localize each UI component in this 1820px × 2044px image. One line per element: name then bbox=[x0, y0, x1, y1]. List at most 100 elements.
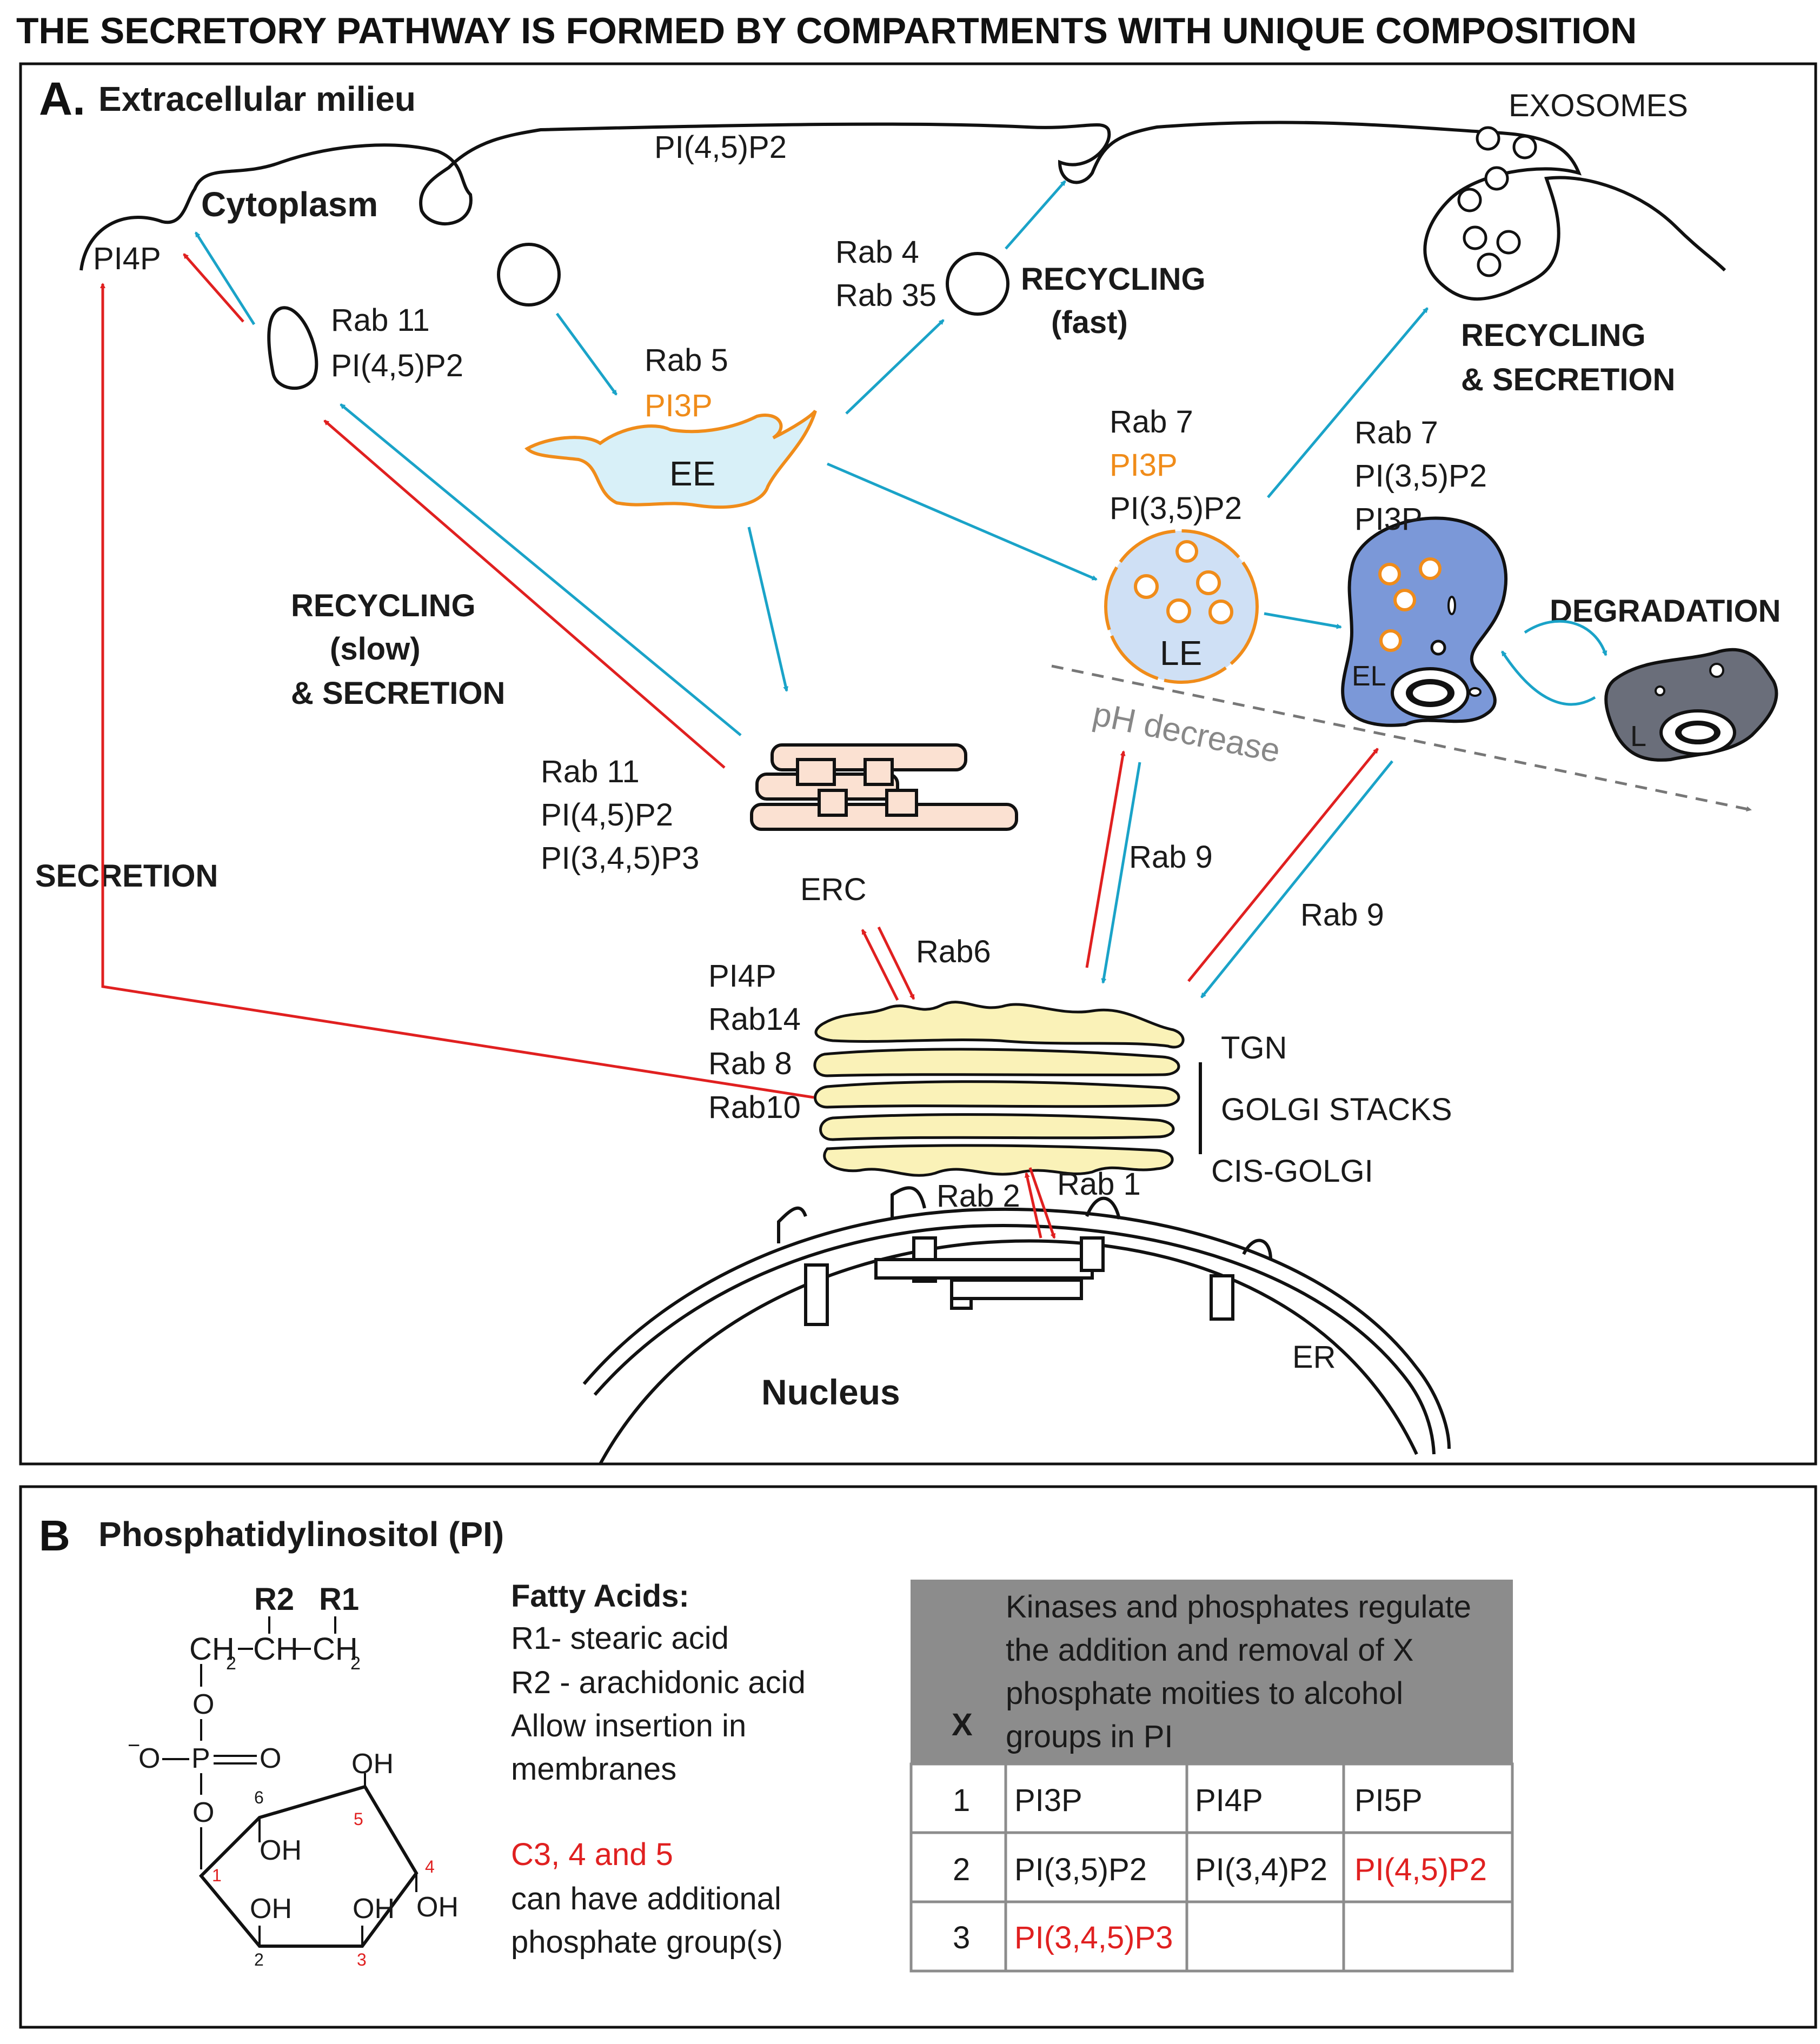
table-row-1-x: 1 bbox=[953, 1783, 970, 1818]
arrow-erc-to-golgi-red bbox=[877, 926, 915, 1000]
exosome-vesicles bbox=[1457, 126, 1537, 277]
panel-b-frame bbox=[19, 1485, 1817, 2029]
svg-text:P: P bbox=[191, 1743, 210, 1774]
panel-a-frame bbox=[19, 62, 1817, 1466]
endolysosome-small-vesicle-3 bbox=[1469, 687, 1482, 697]
golgi-rab10: Rab10 bbox=[708, 1090, 801, 1125]
svg-text:O: O bbox=[192, 1797, 214, 1828]
arrow-er-to-golgi-red bbox=[1024, 1172, 1042, 1239]
table-x-header: X bbox=[952, 1707, 973, 1742]
table-caption-3: phosphate moities to alcohol bbox=[1006, 1676, 1403, 1711]
svg-text:OH: OH bbox=[353, 1893, 395, 1925]
recycling-fast-sub: (fast) bbox=[1051, 305, 1128, 340]
le-pi3p: PI3P bbox=[1110, 448, 1178, 483]
arrow-ee-to-le bbox=[827, 462, 1098, 581]
lysosome-small-vesicle bbox=[1709, 663, 1724, 678]
fast-route-rab35: Rab 35 bbox=[835, 278, 936, 313]
arrow-lysosome-to-el bbox=[1500, 650, 1596, 706]
fatty-acids-r1: R1- stearic acid bbox=[511, 1621, 729, 1656]
arrow-erc-to-vesicle-red bbox=[323, 420, 726, 769]
fatty-acids-r2: R2 - arachidonic acid bbox=[511, 1665, 806, 1700]
svg-text:6: 6 bbox=[254, 1788, 264, 1807]
rab11-recycling-vesicle bbox=[267, 306, 318, 390]
le-label: LE bbox=[1160, 634, 1202, 673]
er-label: ER bbox=[1292, 1340, 1336, 1375]
svg-text:2: 2 bbox=[350, 1653, 361, 1674]
svg-text:2: 2 bbox=[226, 1653, 236, 1674]
table-header bbox=[911, 1580, 1513, 1765]
arrow-golgi-to-er-red bbox=[1028, 1167, 1056, 1239]
pm-lipid-label: PI(4,5)P2 bbox=[654, 130, 787, 165]
secretion-label: SECRETION bbox=[35, 858, 218, 894]
endolysosome-membrane-whorl bbox=[1391, 667, 1470, 719]
page-title: THE SECRETORY PATHWAY IS FORMED BY COMPA… bbox=[16, 10, 1637, 51]
table-row-1-c3: PI5P bbox=[1354, 1783, 1423, 1818]
rab9-label-el: Rab 9 bbox=[1300, 897, 1384, 933]
arrow-golgi-to-pm-red bbox=[100, 283, 814, 1099]
golgi-rab14: Rab14 bbox=[708, 1002, 801, 1037]
pm-pi4p-label: PI4P bbox=[93, 241, 161, 276]
arrow-ee-to-erc bbox=[747, 527, 789, 692]
arrow-fast-to-pm bbox=[1005, 180, 1066, 250]
svg-text:R1: R1 bbox=[319, 1582, 359, 1617]
endocytic-recycling-compartment bbox=[750, 743, 1018, 831]
degradation-label: DEGRADATION bbox=[1550, 594, 1781, 629]
arrow-el-to-tgn-blue bbox=[1200, 760, 1393, 998]
table-row-2-c1: PI(3,5)P2 bbox=[1014, 1852, 1147, 1887]
arrow-ee-to-fast bbox=[845, 319, 945, 415]
table-caption-1: Kinases and phosphates regulate bbox=[1006, 1589, 1471, 1624]
recycling-secretion-label: RECYCLING bbox=[1461, 318, 1646, 353]
arrow-le-to-tgn-blue bbox=[1101, 762, 1141, 984]
recycling-fast-label: RECYCLING bbox=[1021, 262, 1206, 297]
nucleus-label: Nucleus bbox=[761, 1372, 900, 1412]
extracellular-label: Extracellular milieu bbox=[98, 79, 416, 118]
table-row-1-c1: PI3P bbox=[1014, 1783, 1082, 1818]
phosphate-note-red: C3, 4 and 5 bbox=[511, 1837, 673, 1872]
fatty-acids-note2: membranes bbox=[511, 1752, 676, 1787]
table-row-2-c3: PI(4,5)P2 bbox=[1354, 1852, 1487, 1887]
svg-text:O: O bbox=[138, 1743, 160, 1774]
erc-label: ERC bbox=[800, 872, 866, 907]
erc-rab11: Rab 11 bbox=[541, 754, 640, 789]
golgi-rab8: Rab 8 bbox=[708, 1046, 792, 1081]
pi-structure: R2 R1 CH 2 CH CH 2 O − O P O O OH OH OH … bbox=[128, 1582, 459, 1969]
svg-text:4: 4 bbox=[425, 1857, 435, 1876]
table-caption-2: the addition and removal of X bbox=[1006, 1633, 1413, 1668]
golgi-apparatus bbox=[813, 1001, 1185, 1177]
arrow-vesicle-to-pm-blue bbox=[194, 231, 256, 325]
exosomes-label: EXOSOMES bbox=[1509, 88, 1688, 123]
svg-text:CH: CH bbox=[189, 1632, 235, 1667]
phosphoinositide-table: X Kinases and phosphates regulate the ad… bbox=[909, 1580, 1514, 1973]
lysosome-membrane-whorl bbox=[1659, 709, 1736, 756]
svg-text:1: 1 bbox=[212, 1866, 222, 1885]
phosphate-note-2: can have additional bbox=[511, 1881, 781, 1916]
ee-pi3p: PI3P bbox=[645, 388, 713, 423]
plasma-membrane bbox=[79, 121, 1726, 301]
rab6-label: Rab6 bbox=[916, 934, 991, 969]
endoplasmic-reticulum bbox=[582, 1186, 1451, 1465]
recycling-slow-sub: (slow) bbox=[330, 631, 421, 667]
fatty-acids-heading: Fatty Acids: bbox=[511, 1579, 689, 1614]
table-caption-4: groups in PI bbox=[1006, 1719, 1173, 1754]
fast-recycling-vesicle bbox=[946, 252, 1009, 316]
svg-text:OH: OH bbox=[260, 1835, 302, 1866]
table-row-2-x: 2 bbox=[953, 1852, 970, 1887]
el-rab7: Rab 7 bbox=[1354, 415, 1438, 450]
table-row-1-c2: PI4P bbox=[1195, 1783, 1263, 1818]
ee-label: EE bbox=[669, 454, 715, 493]
recycling-slow-label: RECYCLING bbox=[291, 588, 476, 623]
ph-gradient-arrow bbox=[1051, 664, 1752, 812]
endocytic-vesicle bbox=[497, 243, 561, 307]
endolysosome-ilvs bbox=[1378, 557, 1442, 652]
fast-route-rab4: Rab 4 bbox=[835, 235, 919, 270]
svg-text:O: O bbox=[192, 1689, 214, 1720]
arrow-vesicle-to-ee bbox=[555, 312, 618, 396]
arrow-le-to-exosomes bbox=[1267, 307, 1429, 498]
el-pi35p2: PI(3,5)P2 bbox=[1354, 458, 1487, 494]
golgi-pi4p: PI4P bbox=[708, 958, 776, 994]
golgi-stacks-label: GOLGI STACKS bbox=[1221, 1092, 1452, 1127]
el-pi3p: PI3P bbox=[1354, 502, 1423, 537]
rab9-label-le: Rab 9 bbox=[1129, 840, 1213, 875]
endolysosome-small-vesicle bbox=[1430, 640, 1446, 656]
arrow-tgn-to-el-red bbox=[1187, 748, 1379, 982]
